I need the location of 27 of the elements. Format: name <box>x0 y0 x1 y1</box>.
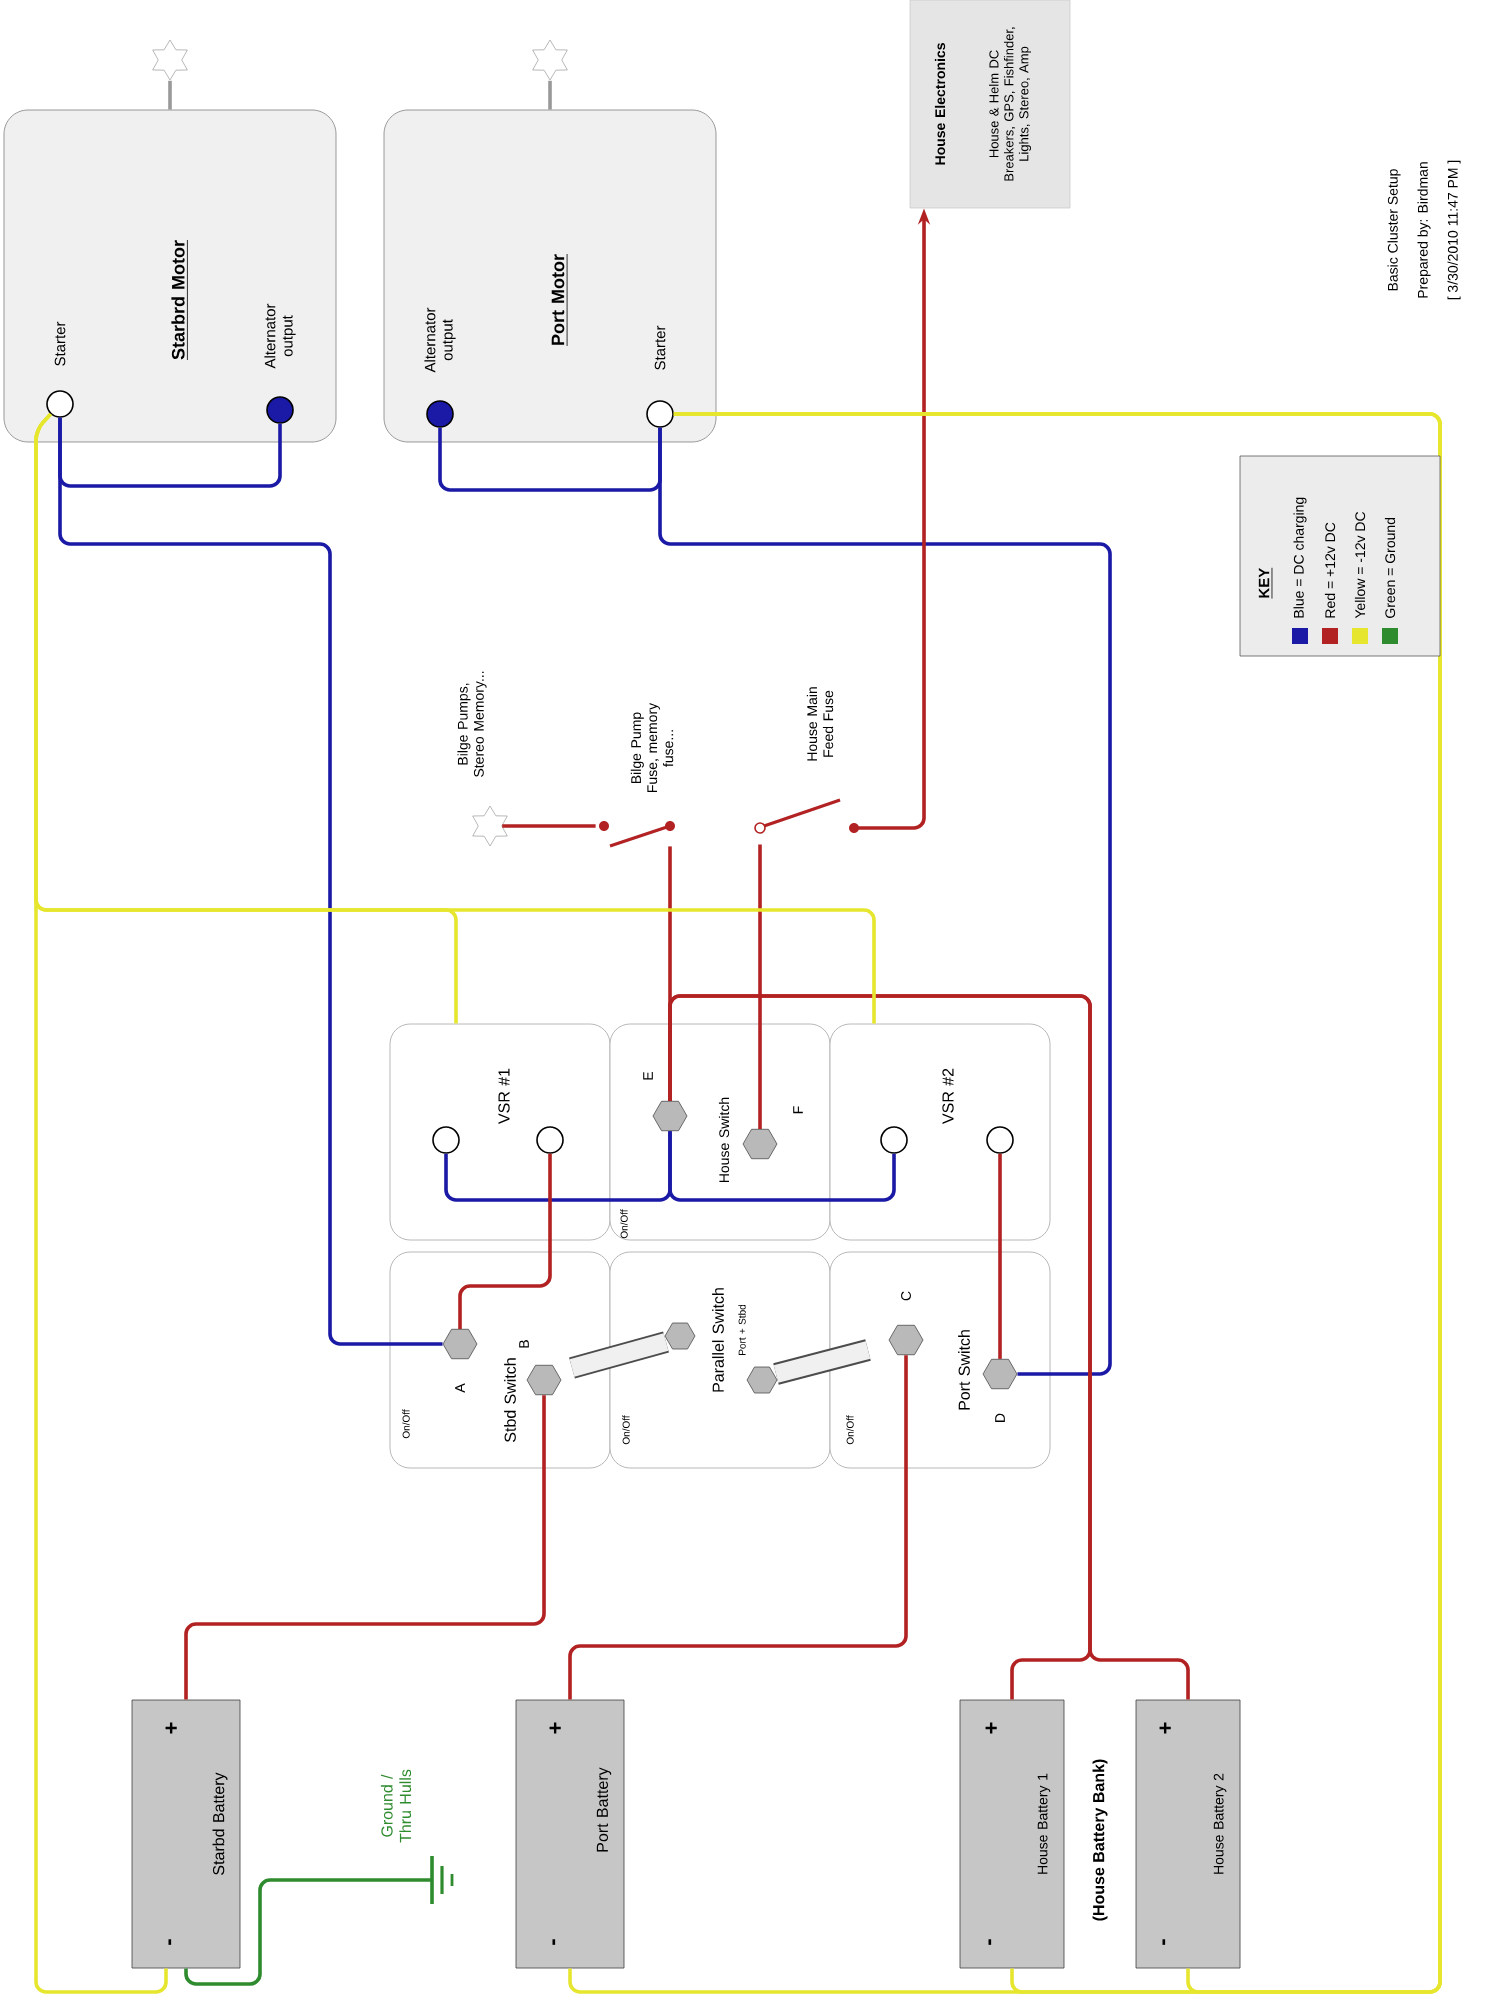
wire <box>58 417 443 1346</box>
wire <box>168 80 172 110</box>
battery-box: Port Battery + - <box>515 1699 625 1969</box>
wire <box>668 846 672 1101</box>
wire <box>438 427 662 492</box>
terminal-circle <box>536 1126 564 1154</box>
wire <box>758 844 762 1129</box>
terminal-circle <box>986 1126 1014 1154</box>
star-symbol <box>532 39 568 81</box>
wire <box>444 1131 896 1202</box>
star-symbol <box>152 39 188 81</box>
wire <box>658 427 1112 1376</box>
terminal-circle <box>432 1126 460 1154</box>
wire <box>548 80 552 110</box>
battery-box: Starbd Battery + - <box>131 1699 241 1969</box>
wire <box>568 1355 908 1700</box>
wire <box>502 824 596 828</box>
wire <box>458 1153 552 1329</box>
wire <box>998 1153 1002 1359</box>
panel-cell: VSR #2 <box>829 1023 1051 1241</box>
wire <box>184 1878 432 1986</box>
wire <box>34 412 876 1994</box>
panel-cell: VSR #1 <box>389 1023 611 1241</box>
note-text: (House Battery Bank) <box>1092 1759 1108 1921</box>
wire <box>184 1395 546 1700</box>
wire <box>668 994 1190 1700</box>
terminal-circle <box>880 1126 908 1154</box>
